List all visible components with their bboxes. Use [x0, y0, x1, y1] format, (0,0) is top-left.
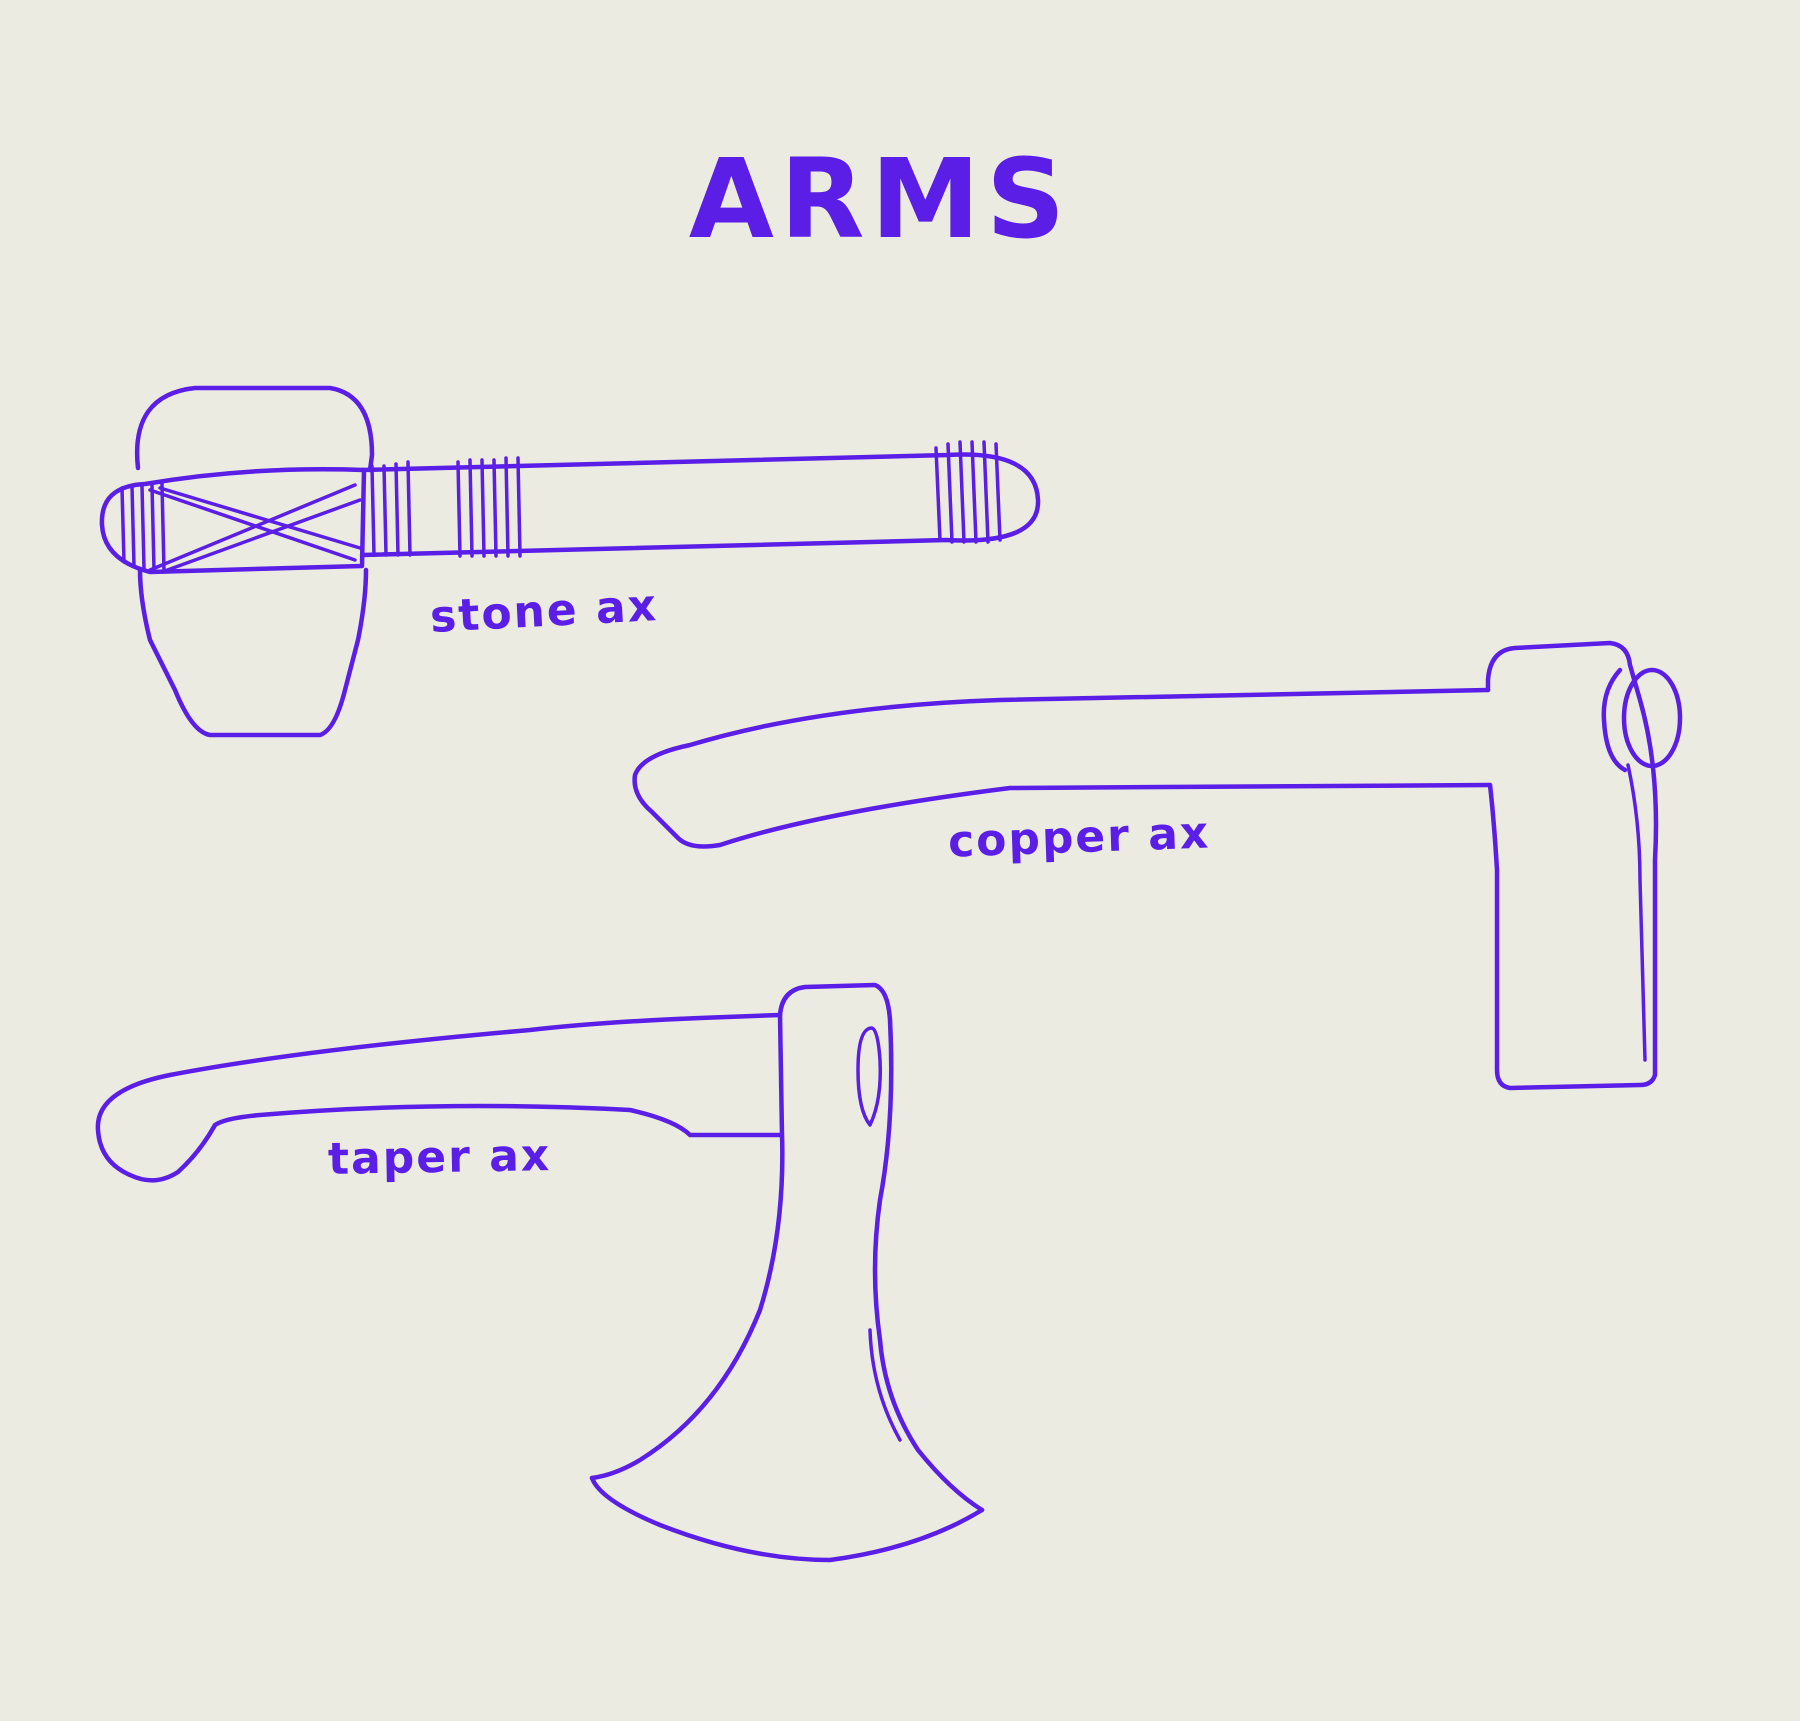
stone-ax-drawing [99, 385, 1041, 738]
stone-ax-cross-lashing [148, 483, 362, 574]
taper-ax-drawing [95, 982, 985, 1563]
copper-ax-socket-knob [1621, 667, 1683, 769]
stone-ax-head-bottom [137, 567, 369, 738]
stone-ax-handle-wraps-end [934, 440, 1002, 544]
taper-ax-eye-hole [856, 1026, 883, 1127]
copper-ax-handle [632, 687, 1493, 849]
copper-ax-drawing [632, 640, 1683, 1091]
taper-ax-blade-line [868, 1328, 902, 1442]
copper-ax-socket-ring [1601, 667, 1628, 773]
stone-ax-handle-wraps-1 [370, 460, 412, 557]
copper-ax-blade-edge [1626, 763, 1647, 1062]
taper-ax-neck-left [589, 1012, 785, 1481]
taper-ax-eye-head [777, 982, 985, 1513]
taper-ax-label: taper ax [327, 1130, 552, 1185]
stone-ax-handle-wraps-2 [456, 456, 522, 558]
stone-ax-binding-block [99, 467, 367, 575]
copper-ax-label: copper ax [947, 807, 1212, 868]
copper-ax-blade [1485, 640, 1659, 1091]
stone-ax-head-top [134, 385, 375, 473]
stone-ax-left-wraps [120, 482, 166, 572]
taper-ax-handle [95, 1012, 783, 1183]
taper-ax-blade-edge [589, 1475, 985, 1563]
page-title: ARMS [688, 135, 1072, 263]
